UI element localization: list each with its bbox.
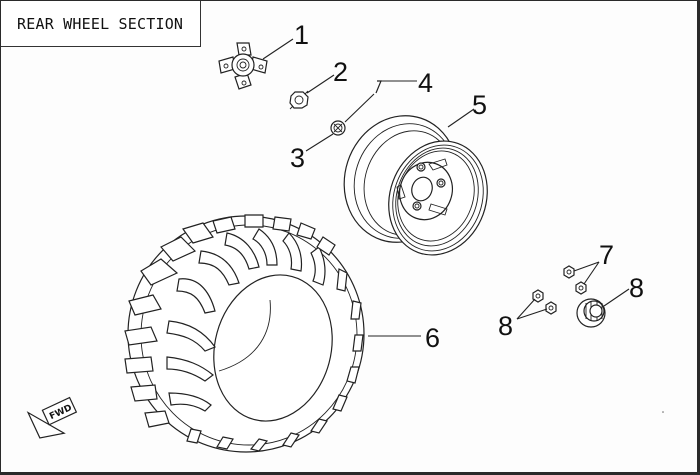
nut-part bbox=[330, 120, 346, 136]
callout-8-right: 8 bbox=[629, 273, 644, 303]
section-title: REAR WHEEL SECTION bbox=[1, 1, 201, 47]
callout-1: 1 bbox=[294, 20, 309, 50]
castle-nut-part bbox=[289, 90, 309, 110]
callout-7: 7 bbox=[599, 240, 614, 270]
wheel-hub-part bbox=[218, 42, 268, 90]
cotter-pin-part bbox=[344, 80, 417, 123]
forward-direction-marker: FWD bbox=[26, 396, 78, 439]
tire-part bbox=[124, 214, 365, 453]
arrow-icon bbox=[26, 411, 66, 439]
hub-cap-nut-part bbox=[576, 298, 606, 328]
callout-8-left: 8 bbox=[498, 311, 513, 341]
tire-tread-lugs bbox=[124, 214, 364, 452]
lug-nuts-7-part bbox=[563, 265, 587, 295]
callout-2: 2 bbox=[333, 57, 348, 87]
callout-5: 5 bbox=[472, 90, 487, 120]
callout-4: 4 bbox=[418, 68, 433, 98]
lug-nuts-8-part bbox=[532, 289, 557, 315]
callout-6: 6 bbox=[425, 323, 440, 353]
callout-3: 3 bbox=[290, 143, 305, 173]
stray-mark bbox=[662, 411, 664, 413]
rim-part bbox=[343, 115, 488, 256]
